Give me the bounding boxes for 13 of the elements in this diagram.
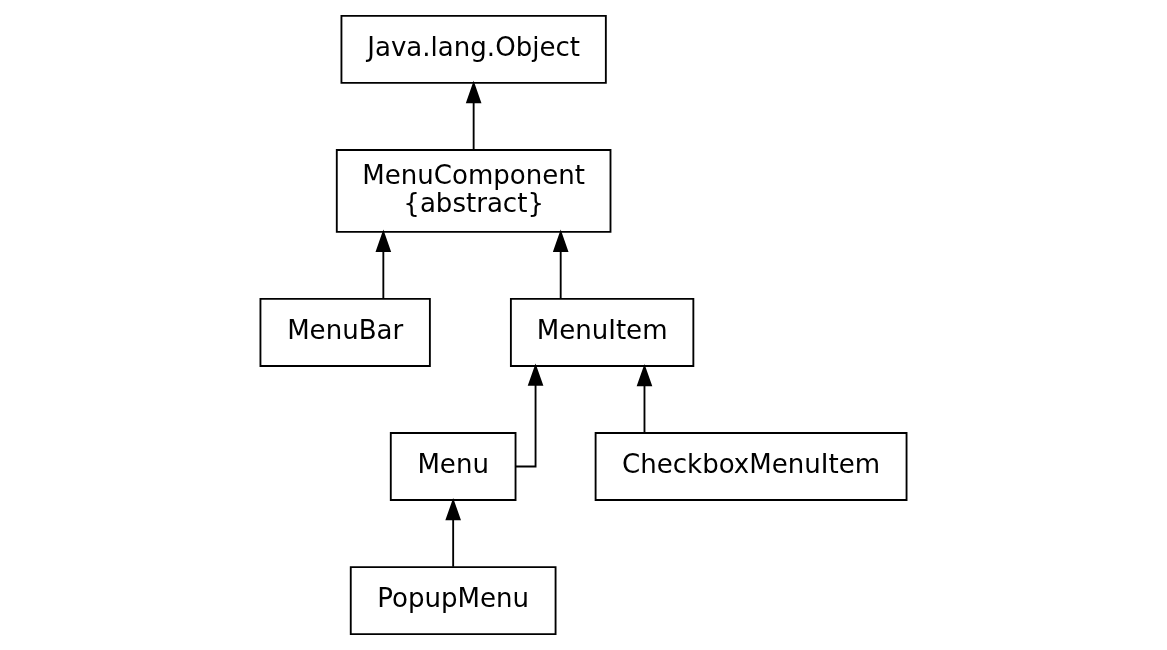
node-box: MenuBar [259, 298, 431, 367]
arrow [636, 363, 653, 434]
node-box: MenuComponent {abstract} [335, 149, 612, 233]
node-box: Java.lang.Object [340, 15, 607, 84]
arrow [375, 229, 392, 300]
node-box: Menu [389, 432, 517, 501]
arrow [514, 363, 544, 468]
node-box: CheckboxMenuItem [594, 432, 908, 501]
node-box: PopupMenu [349, 566, 557, 635]
arrow [445, 497, 461, 568]
arrow [465, 80, 482, 151]
node-box: MenuItem [509, 298, 695, 367]
arrow [552, 229, 569, 300]
